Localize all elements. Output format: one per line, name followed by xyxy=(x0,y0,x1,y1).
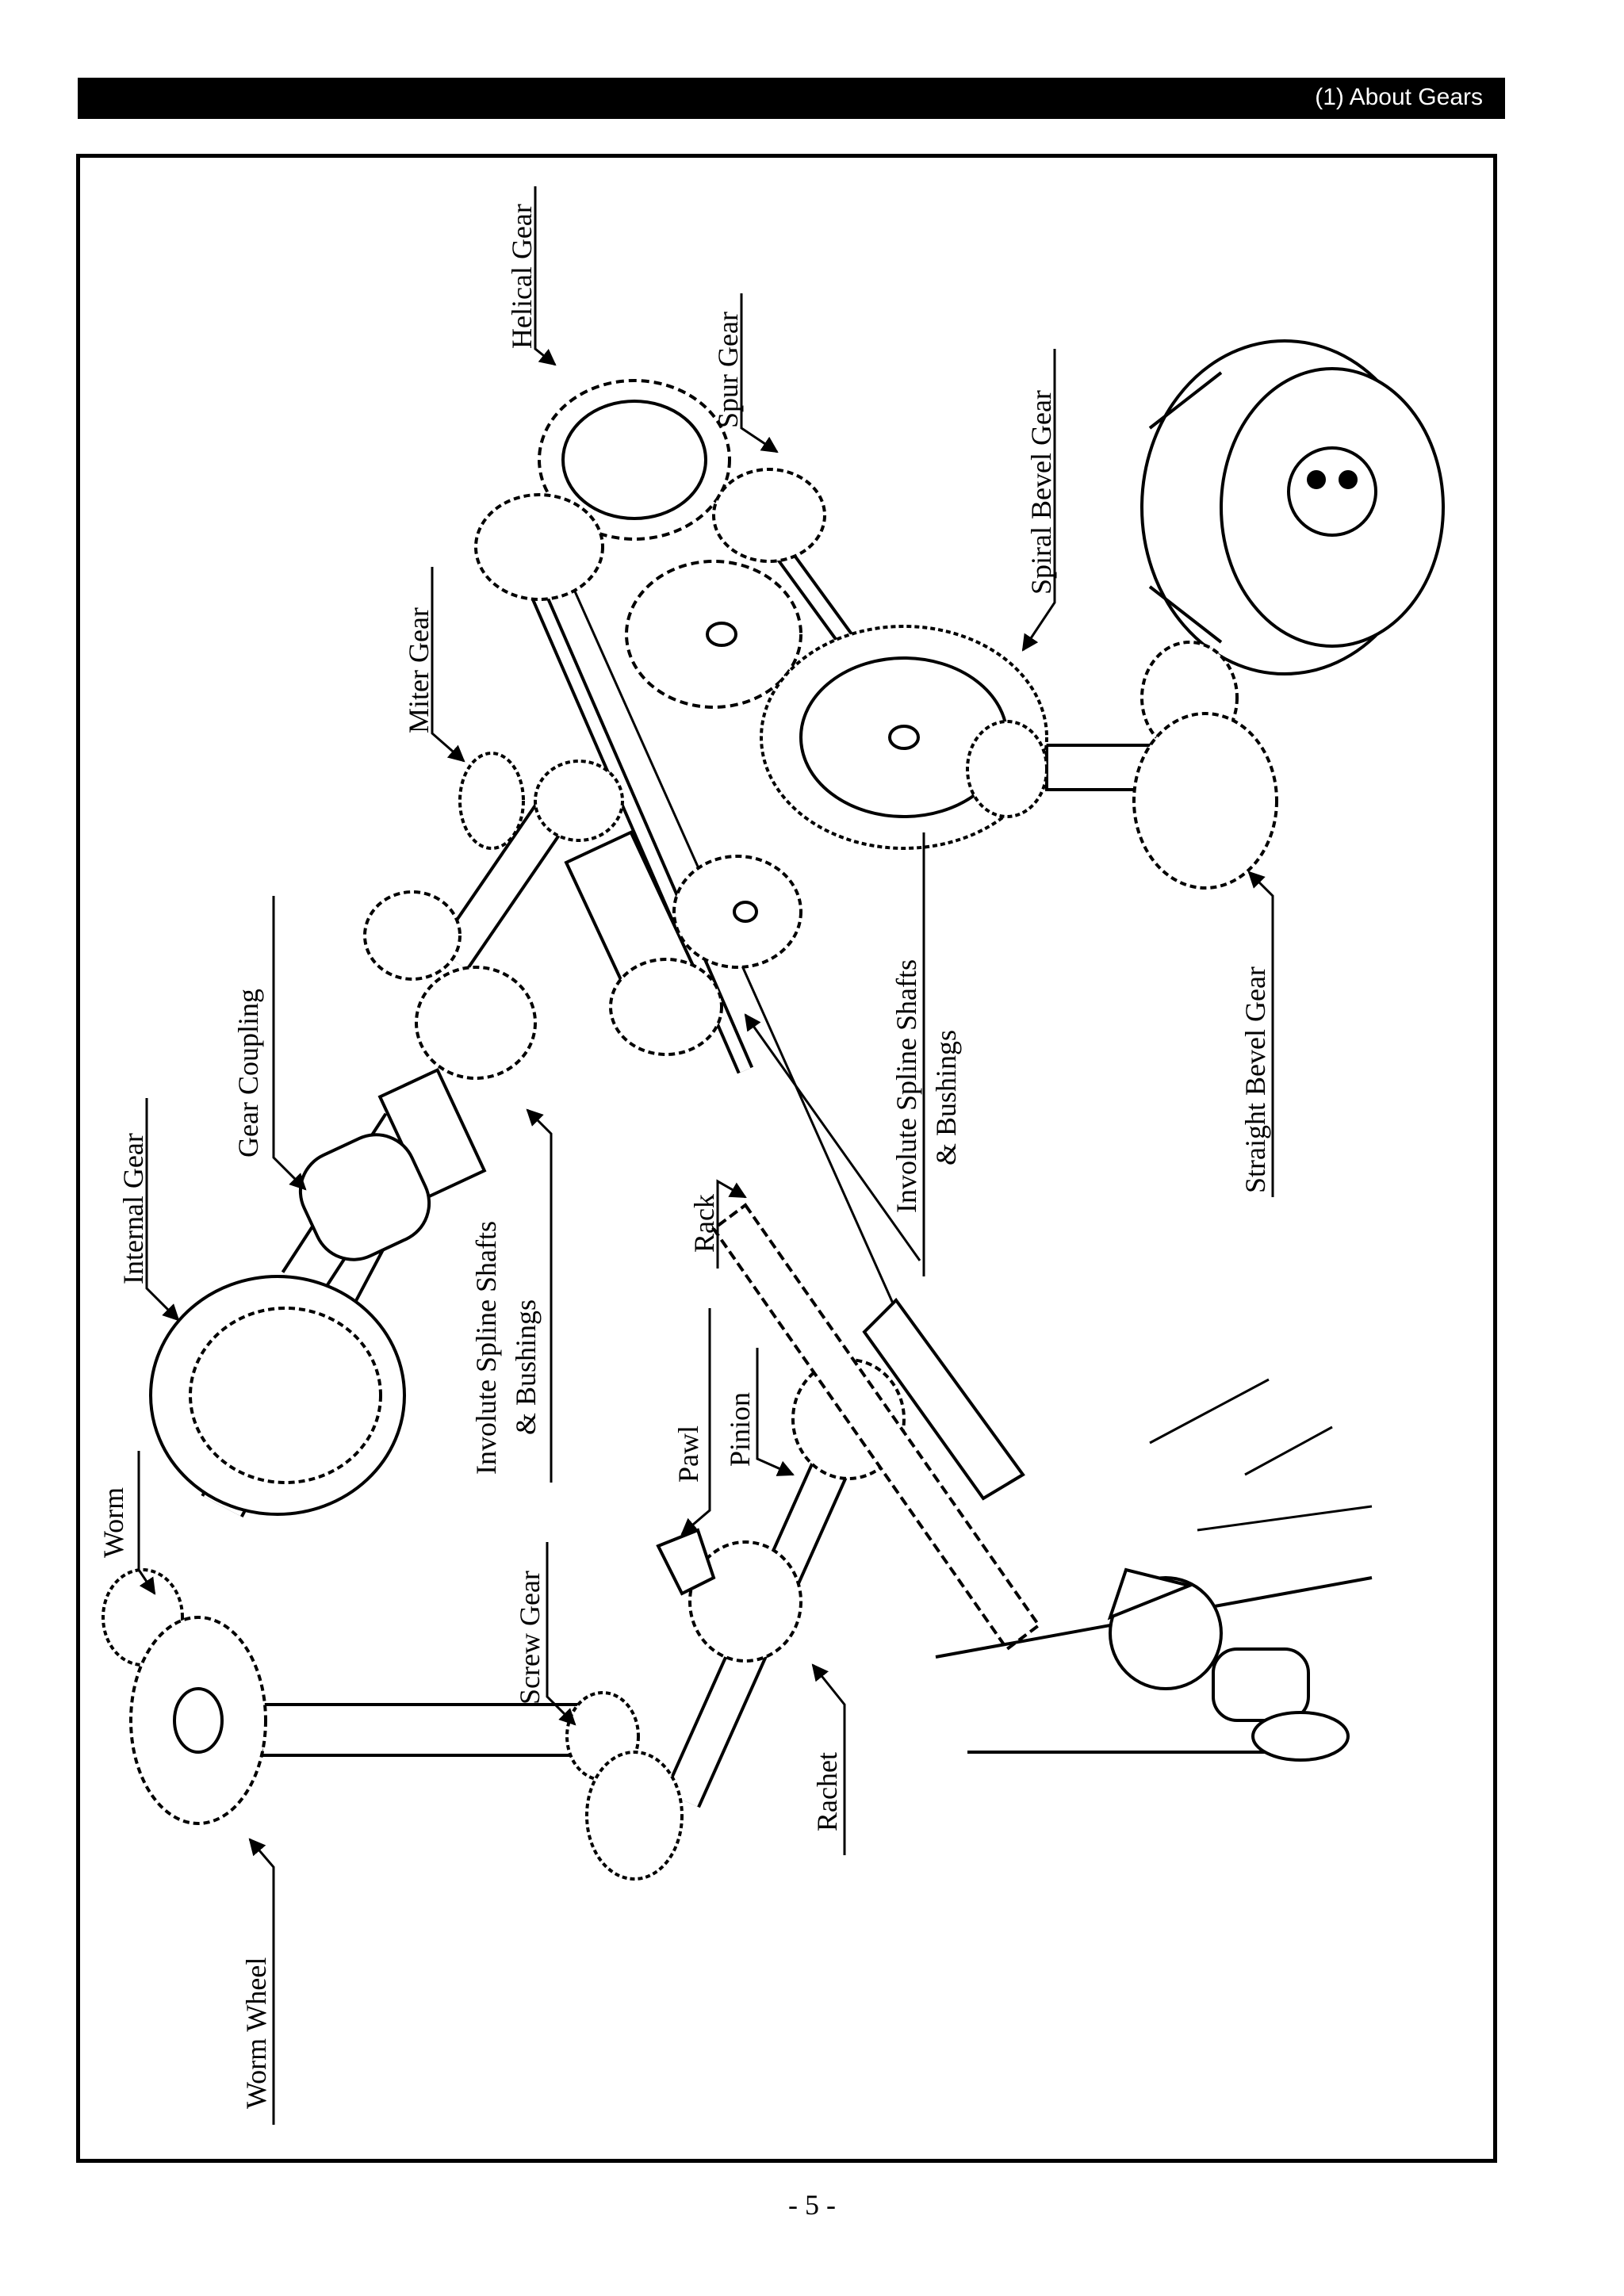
label-screw-gear: Screw Gear xyxy=(514,1542,576,1726)
page-number: - 5 - xyxy=(788,2189,836,2221)
spiral-bevel-gear-label: Spiral Bevel Gear xyxy=(1025,390,1057,595)
mechanism-drawing xyxy=(102,339,1445,1881)
label-gear-coupling: Gear Coupling xyxy=(232,896,307,1191)
label-worm-wheel: Worm Wheel xyxy=(240,1838,275,2125)
internal-gear-label: Internal Gear xyxy=(117,1133,149,1284)
miter-gear-label: Miter Gear xyxy=(403,607,435,733)
section-title: (1) About Gears xyxy=(1315,84,1483,110)
pinion-label: Pinion xyxy=(724,1392,756,1467)
pawl-label: Pawl xyxy=(672,1425,704,1483)
helical-gear-label: Helical Gear xyxy=(506,204,538,349)
label-spur-gear: Spur Gear xyxy=(712,293,779,453)
label-internal-gear: Internal Gear xyxy=(117,1098,180,1322)
label-spiral-bevel-gear: Spiral Bevel Gear xyxy=(1021,349,1057,652)
label-involute-spline-left: Involute Spline Shafts & Bushings xyxy=(470,1108,553,1483)
screw-gear-label: Screw Gear xyxy=(514,1571,546,1705)
label-involute-spline-right: Involute Spline Shafts & Bushings xyxy=(744,832,962,1276)
gear-coupling-label: Gear Coupling xyxy=(232,989,264,1158)
illustration-frame xyxy=(76,154,1497,2163)
worm-wheel-label: Worm Wheel xyxy=(240,1957,272,2109)
label-rachet: Rachet xyxy=(811,1663,846,1855)
label-helical-gear: Helical Gear xyxy=(506,186,557,366)
header-bar: (1) About Gears xyxy=(78,78,1505,119)
involute-spline-left-label-2: & Bushings xyxy=(510,1299,542,1435)
label-pinion: Pinion xyxy=(724,1348,795,1476)
involute-spline-right-label-1: Involute Spline Shafts xyxy=(891,959,922,1213)
rachet-label: Rachet xyxy=(811,1752,843,1831)
label-rack: Rack xyxy=(688,1179,747,1269)
worm-label: Worm xyxy=(98,1487,129,1558)
involute-spline-left-label-1: Involute Spline Shafts xyxy=(470,1221,502,1475)
label-worm: Worm xyxy=(98,1451,156,1595)
label-pawl: Pawl xyxy=(672,1308,711,1536)
involute-spline-right-label-2: & Bushings xyxy=(930,1030,962,1165)
label-straight-bevel-gear: Straight Bevel Gear xyxy=(1239,871,1274,1197)
rack-label: Rack xyxy=(688,1194,720,1253)
label-miter-gear: Miter Gear xyxy=(403,567,465,763)
spur-gear-label: Spur Gear xyxy=(712,312,744,428)
straight-bevel-gear-label: Straight Bevel Gear xyxy=(1239,966,1271,1193)
